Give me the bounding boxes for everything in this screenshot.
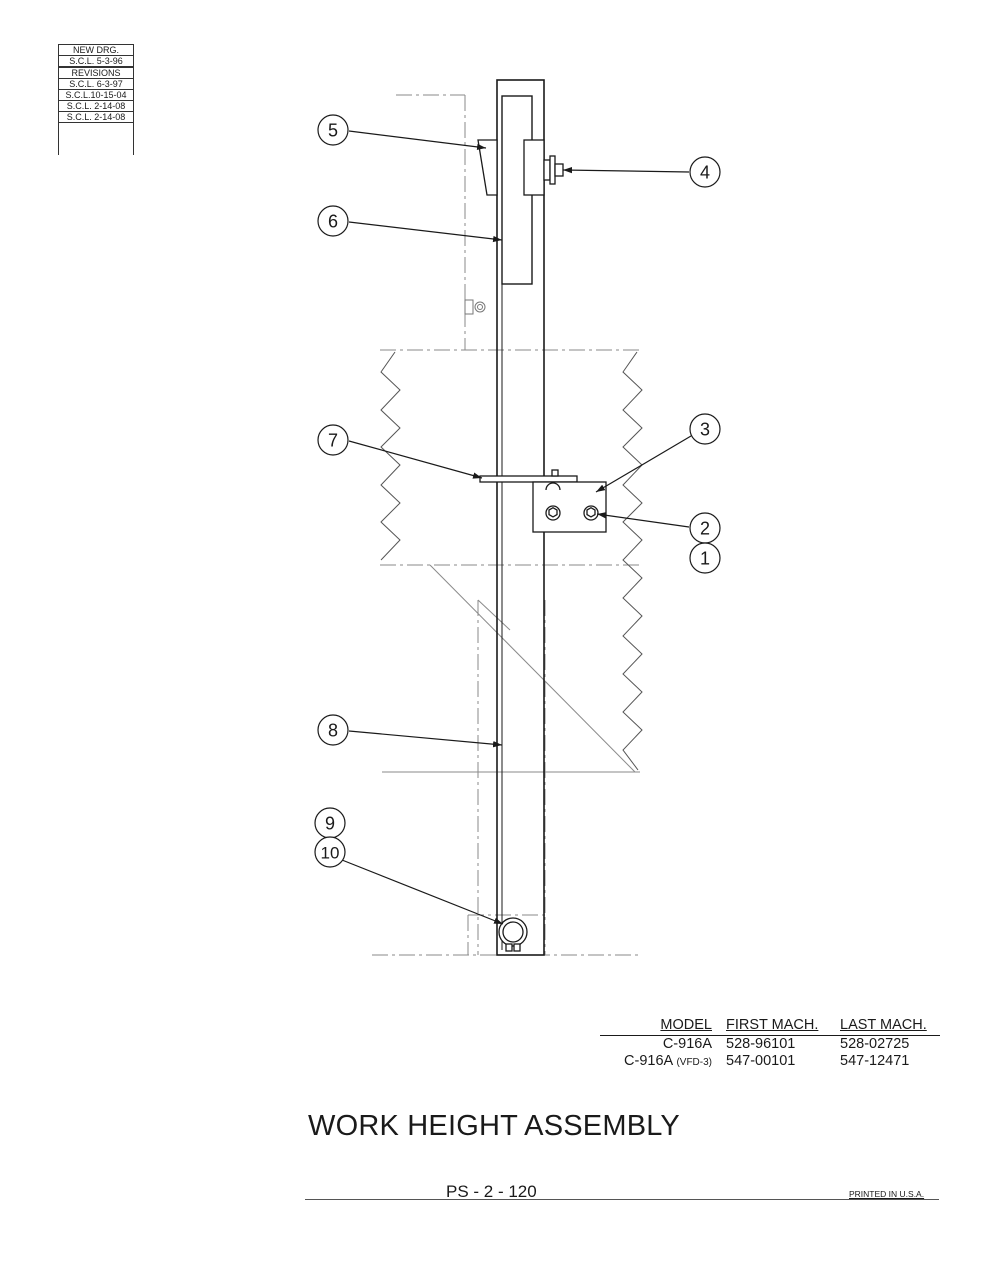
new-drawing-label: NEW DRG. (59, 45, 133, 56)
revision-entry: S.C.L. 6-3-97 (59, 79, 133, 90)
callout-9-label: 9 (325, 814, 335, 834)
bottom-roller (498, 917, 528, 952)
callout-8-label: 8 (328, 721, 338, 741)
first-machine-cell: 547-00101 (726, 1053, 796, 1069)
break-lines (380, 351, 643, 771)
knob-block (523, 139, 564, 196)
model-table: MODEL FIRST MACH. LAST MACH. C-916A 528-… (600, 1017, 940, 1070)
table-row: C-916A 528-96101 528-02725 (600, 1036, 940, 1053)
callout-2-label: 2 (700, 519, 710, 539)
background-lines (382, 564, 640, 773)
callout-9: 9 (314, 807, 346, 839)
model-name: C-916A (624, 1053, 673, 1069)
footer-rule (305, 1199, 939, 1200)
callout-8: 8 (317, 714, 349, 746)
callout-6-label: 6 (328, 212, 338, 232)
top-wedge (477, 139, 498, 196)
model-suffix: (VFD-3) (676, 1057, 712, 1068)
callout-3-label: 3 (700, 420, 710, 440)
model-cell: C-916A (VFD-3) (624, 1053, 712, 1069)
revision-block: NEW DRG. S.C.L. 5-3-96 REVISIONS S.C.L. … (58, 44, 134, 155)
callout-7-label: 7 (328, 431, 338, 451)
side-pin (464, 299, 486, 315)
new-drawing-entry: S.C.L. 5-3-96 (59, 56, 133, 68)
callout-6: 6 (317, 205, 349, 237)
revisions-header: REVISIONS (59, 68, 133, 79)
model-name: C-916A (662, 1036, 712, 1052)
callout-7: 7 (317, 424, 349, 456)
pointer-plate (479, 469, 578, 483)
callout-5: 5 (317, 114, 349, 146)
callout-1-label: 1 (700, 549, 710, 569)
first-machine-cell: 528-96101 (726, 1036, 796, 1052)
callout-10: 10 (314, 836, 346, 868)
callout-4-label: 4 (700, 163, 710, 183)
callout-3: 3 (689, 413, 721, 445)
header-model: MODEL (660, 1017, 712, 1033)
header-first-machine: FIRST MACH. (726, 1017, 819, 1033)
callout-10-label: 10 (321, 844, 340, 863)
revision-entry: S.C.L. 2-14-08 (59, 101, 133, 112)
callout-1: 1 (689, 542, 721, 574)
revision-entry: S.C.L. 2-14-08 (59, 112, 133, 123)
printed-in-usa: PRINTED IN U.S.A. (849, 1189, 925, 1199)
table-row: C-916A (VFD-3) 547-00101 547-12471 (600, 1053, 940, 1070)
header-last-machine: LAST MACH. (840, 1017, 927, 1033)
model-cell: C-916A (663, 1036, 712, 1052)
model-table-header: MODEL FIRST MACH. LAST MACH. (600, 1017, 940, 1036)
leader-lines (341, 130, 692, 925)
callout-5-label: 5 (328, 121, 338, 141)
callout-4: 4 (689, 156, 721, 188)
revision-entry: S.C.L.10-15-04 (59, 90, 133, 101)
drawing-title: WORK HEIGHT ASSEMBLY (308, 1110, 680, 1142)
last-machine-cell: 528-02725 (840, 1036, 910, 1052)
callout-2: 2 (689, 512, 721, 544)
page-number: PS - 2 - 120 (446, 1182, 537, 1201)
bracket (532, 481, 607, 533)
last-machine-cell: 547-12471 (840, 1053, 910, 1069)
